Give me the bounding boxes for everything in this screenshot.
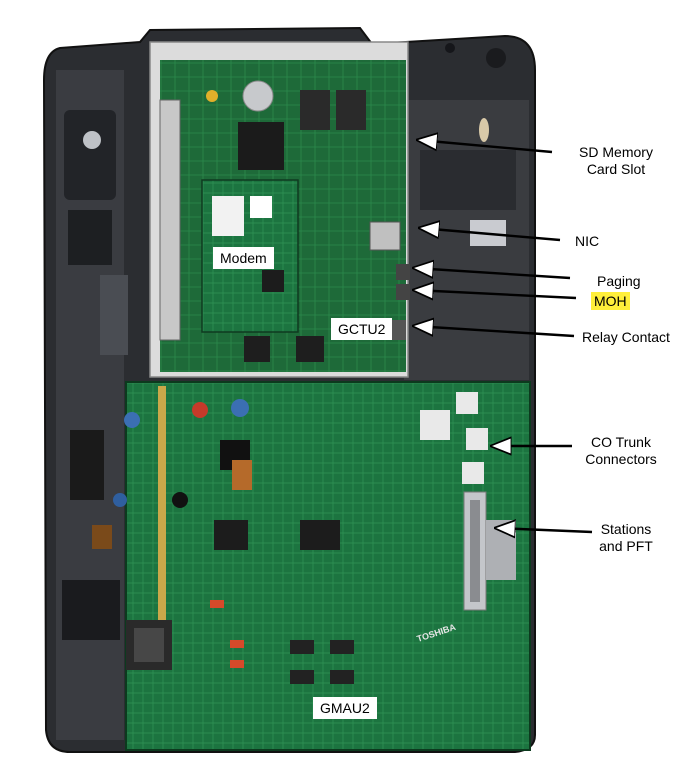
moh-label: MOH [591,292,630,310]
nic-label: NIC [575,233,600,249]
sd-label-line2: Card Slot [586,161,646,177]
sd-label-line1: SD Memory [579,144,653,160]
stations-label-line2: and PFT [599,538,653,554]
arrow-moh [414,290,577,298]
arrow-relay [414,326,575,338]
gctu2-label: GCTU2 [331,318,393,340]
co-label-line2: Connectors [585,451,657,467]
gmau2-label: GMAU2 [313,697,377,719]
arrow-paging [414,268,571,280]
arrow-nic [420,228,561,242]
arrow-stations [496,528,593,532]
arrow-sd-slot [418,140,553,154]
co-trunk-connectors-label: CO Trunk Connectors [566,434,676,468]
paging-label: Paging [597,273,641,289]
stations-pft-label: Stations and PFT [582,521,670,555]
co-label-line1: CO Trunk [591,434,651,450]
relay-contact-label: Relay Contact [582,329,670,345]
modem-label: Modem [213,247,274,269]
moh-highlight: MOH [591,292,630,310]
gmau2-board [70,381,531,751]
stations-label-line1: Stations [600,521,652,537]
sd-memory-card-slot-label: SD Memory Card Slot [560,144,672,178]
callout-arrows [414,140,593,532]
